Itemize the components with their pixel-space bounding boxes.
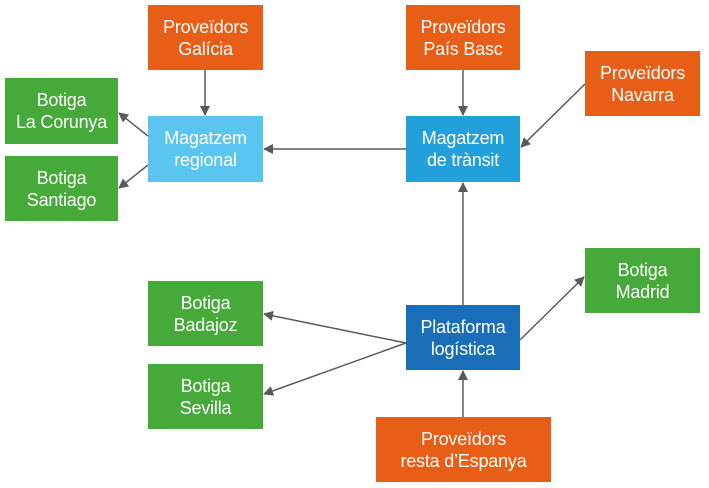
- edge-navarra-to-transit: [520, 83, 586, 148]
- node-label-line2: País Basc: [423, 38, 503, 59]
- node-magatzem-de-transit: Magatzem de trànsit: [406, 116, 520, 182]
- node-label-line2: regional: [174, 150, 237, 170]
- node-proveidors-navarra: Proveïdors Navarra: [585, 51, 700, 116]
- edge-regional-to-corunya: [118, 112, 149, 137]
- edge-platform-to-madrid: [519, 276, 585, 341]
- node-botiga-la-corunya: Botiga La Corunya: [5, 78, 118, 144]
- node-plataforma-logistica: Plataforma logística: [406, 305, 520, 370]
- node-label-line1: Proveïdors: [599, 62, 686, 83]
- node-label-line2: resta d’Espanya: [400, 450, 527, 471]
- edge-platform-to-sevilla: [263, 342, 407, 396]
- node-proveidors-galicia: Proveïdors Galícia: [148, 5, 263, 70]
- node-label-line1: Botiga: [617, 259, 668, 280]
- node-label-line2: Madrid: [615, 281, 670, 302]
- node-label-line1: Botiga: [180, 375, 231, 396]
- node-magatzem-regional: Magatzem regional: [148, 116, 263, 182]
- node-label-line2: Galícia: [178, 38, 233, 59]
- node-label-line2: La Corunya: [15, 112, 108, 132]
- node-botiga-madrid: Botiga Madrid: [585, 248, 700, 313]
- edge-regional-to-santiago: [118, 164, 149, 189]
- node-botiga-badajoz: Botiga Badajoz: [148, 281, 263, 346]
- node-proveidors-pais-basc: Proveïdors País Basc: [406, 5, 520, 70]
- node-label-line1: Magatzem: [164, 128, 247, 148]
- node-label-line1: Plataforma: [420, 316, 506, 337]
- node-label-line1: Proveïdors: [420, 428, 507, 449]
- node-botiga-sevilla: Botiga Sevilla: [148, 364, 263, 429]
- node-label-line2: Santiago: [26, 189, 97, 210]
- node-label-line2: logística: [430, 338, 496, 359]
- node-label-line2: Navarra: [611, 84, 674, 105]
- node-label-line1: Botiga: [180, 292, 231, 313]
- node-label-line2: Sevilla: [179, 397, 232, 418]
- node-label-line1: Proveïdors: [420, 16, 506, 37]
- node-label-line2: Badajoz: [173, 314, 238, 335]
- node-label-line1: Botiga: [36, 90, 87, 110]
- node-label-line2: de trànsit: [426, 150, 500, 170]
- node-label-line1: Magatzem: [421, 128, 505, 148]
- node-label-line1: Proveïdors: [162, 16, 249, 37]
- edge-platform-to-badajoz: [263, 310, 407, 344]
- node-botiga-santiago: Botiga Santiago: [5, 156, 118, 221]
- node-proveidors-resta-espanya: Proveïdors resta d’Espanya: [376, 417, 551, 482]
- node-label-line1: Botiga: [36, 167, 87, 188]
